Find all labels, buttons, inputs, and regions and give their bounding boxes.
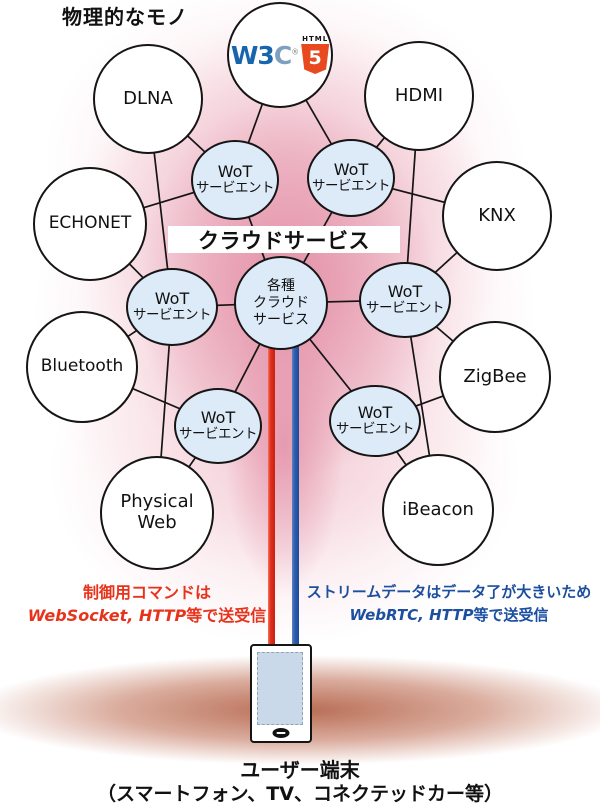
wot-label: サービエント [133,307,212,324]
smartphone-screen [257,652,303,725]
node-label: iBeacon [402,498,474,520]
w3c-wordmark: W3C® [230,40,299,70]
node-label: Physical Web [120,491,194,533]
annotation-line: WebRTC, HTTP等で送受信 [349,606,549,624]
node-echonet: ECHONET [33,167,147,281]
node-label: DLNA [123,87,173,109]
wot-label: WoT [217,162,253,182]
wot-label: WoT [387,282,423,302]
node-w3c-html5: W3C® HTML 5 [227,2,333,108]
wot-label: サービエント [179,426,258,443]
wot-servient-bottom-right: WoT サービエント [329,385,421,457]
annotation-line: WebSocket, HTTP等で送受信 [27,606,267,625]
node-ibeacon: iBeacon [382,454,494,566]
stream-data-annotation: ストリームデータはデータ了が大きいため WebRTC, HTTP等で送受信 [300,581,598,627]
wot-servient-mid-left: WoT サービエント [126,268,218,346]
wot-servient-top-left: WoT サービエント [191,140,279,220]
center-label: 各種 [267,277,295,294]
annotation-line: 制御用コマンドは [82,583,211,602]
stream-data-line [292,330,299,646]
wot-label: サービエント [312,178,391,195]
wot-label: サービエント [366,300,445,317]
wot-servient-top-right: WoT サービエント [307,139,395,217]
wot-label: サービエント [196,180,275,197]
wot-servient-bottom-left: WoT サービエント [174,388,262,464]
node-label: KNX [478,204,516,226]
cloud-service-banner: クラウドサービス [168,226,400,253]
smartphone-home-button [272,728,290,738]
node-knx: KNX [442,161,552,271]
annotation-line: ストリームデータはデータ了が大きいため [306,583,592,601]
control-command-annotation: 制御用コマンドは WebSocket, HTTP等で送受信 [6,581,288,627]
center-label: サービス [253,311,309,328]
node-label: ECHONET [48,213,132,234]
wot-label: WoT [333,160,369,180]
node-zigbee: ZigBee [439,321,551,433]
caption-subtitle: （スマートフォン、TV、コネクテッドカー等） [97,783,503,805]
node-label: HDMI [394,84,444,106]
user-terminal-caption: ユーザー端末 （スマートフォン、TV、コネクテッドカー等） [0,758,600,806]
node-physical-web: Physical Web [100,456,214,570]
wot-label: WoT [357,403,393,423]
html5-logo-icon: HTML 5 [301,36,330,74]
node-hdmi: HDMI [364,41,474,151]
node-bluetooth: Bluetooth [26,311,138,423]
physical-things-label: 物理的なモノ [62,5,188,29]
center-label: クラウド [253,294,309,311]
wot-label: WoT [200,408,236,428]
wot-label: サービエント [336,421,415,438]
node-dlna: DLNA [93,44,203,154]
caption-title: ユーザー端末 [240,758,360,782]
node-various-cloud-services: 各種 クラウド サービス [234,256,328,350]
node-label: ZigBee [463,365,527,387]
smartphone-icon [250,644,312,743]
wot-label: WoT [154,289,190,309]
node-label: Bluetooth [40,356,124,377]
wot-servient-mid-right: WoT サービエント [359,262,451,338]
w3c-logo: W3C® HTML 5 [230,36,330,74]
